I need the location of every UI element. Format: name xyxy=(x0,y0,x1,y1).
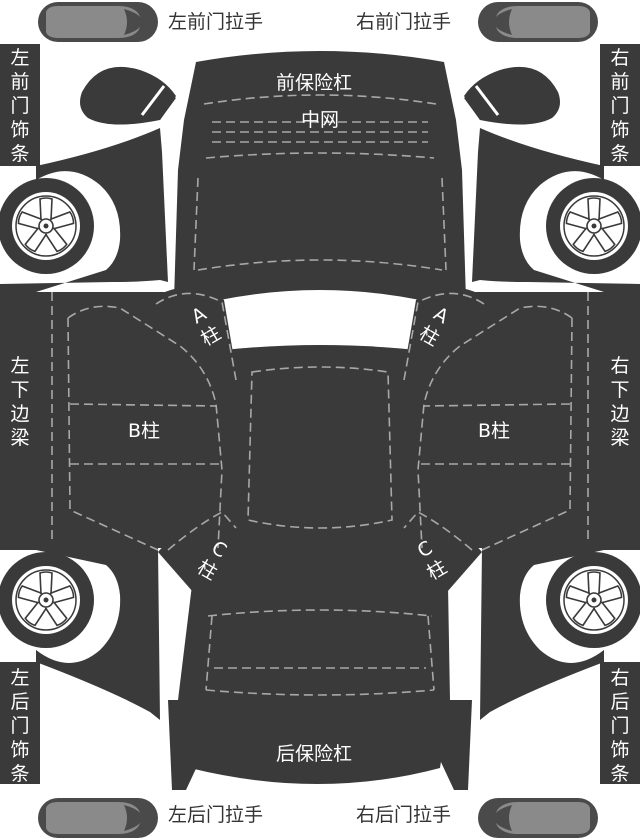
left-front-wheel-icon xyxy=(0,178,94,274)
left-rear-wheel-icon xyxy=(0,552,94,648)
right-rear-wheel-icon xyxy=(546,552,640,648)
left-sill-label: 左下边梁 xyxy=(9,354,31,450)
right-front-handle-label: 右前门拉手 xyxy=(356,13,451,32)
right-rear-trim-label: 右后门饰条 xyxy=(609,666,631,786)
rear-bumper-label: 后保险杠 xyxy=(276,745,352,764)
right-front-wheel-icon xyxy=(546,178,640,274)
front-bumper-label: 前保险杠 xyxy=(276,74,352,93)
grille-label: 中网 xyxy=(301,111,339,130)
left-front-handle-label: 左前门拉手 xyxy=(168,13,263,32)
right-rear-handle-label: 右后门拉手 xyxy=(356,806,451,825)
left-rear-handle-label: 左后门拉手 xyxy=(168,806,263,825)
right-sill-label: 右下边梁 xyxy=(609,354,631,450)
left-rear-trim-label: 左后门饰条 xyxy=(9,666,31,786)
right-b-pillar-label: B柱 xyxy=(478,422,510,441)
right-front-trim-label: 右前门饰条 xyxy=(609,46,631,166)
left-front-trim-label: 左前门饰条 xyxy=(9,46,31,166)
left-b-pillar-label: B柱 xyxy=(128,422,160,441)
